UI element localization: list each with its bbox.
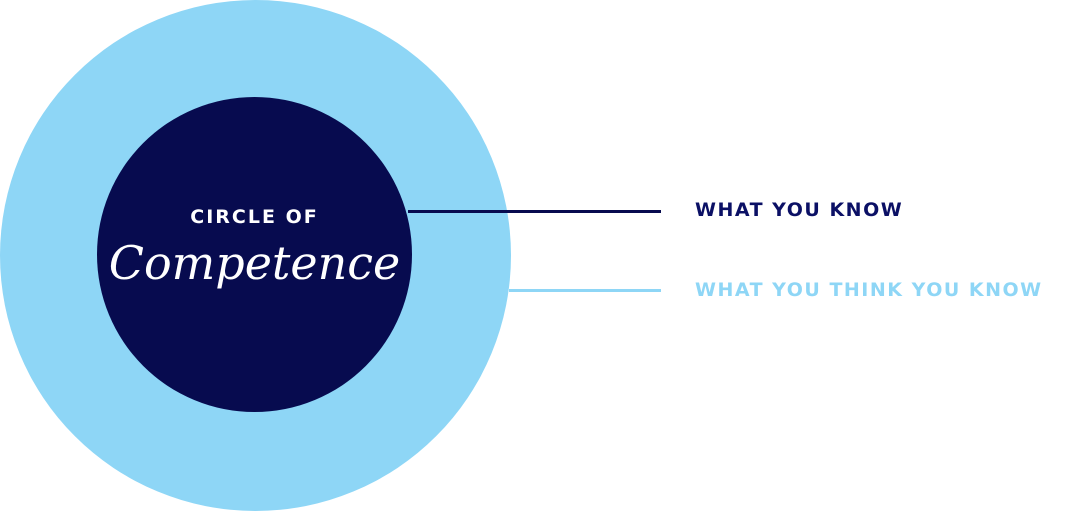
circle-title: CIRCLE OF	[190, 206, 319, 228]
label-what-you-think-you-know: WHAT YOU THINK YOU KNOW	[695, 279, 1043, 301]
circle-script-title: Competence	[108, 236, 401, 290]
inner-connector-line	[408, 210, 661, 213]
inner-circle	[97, 97, 412, 412]
label-what-you-know: WHAT YOU KNOW	[695, 199, 904, 221]
outer-connector-line	[509, 289, 661, 292]
